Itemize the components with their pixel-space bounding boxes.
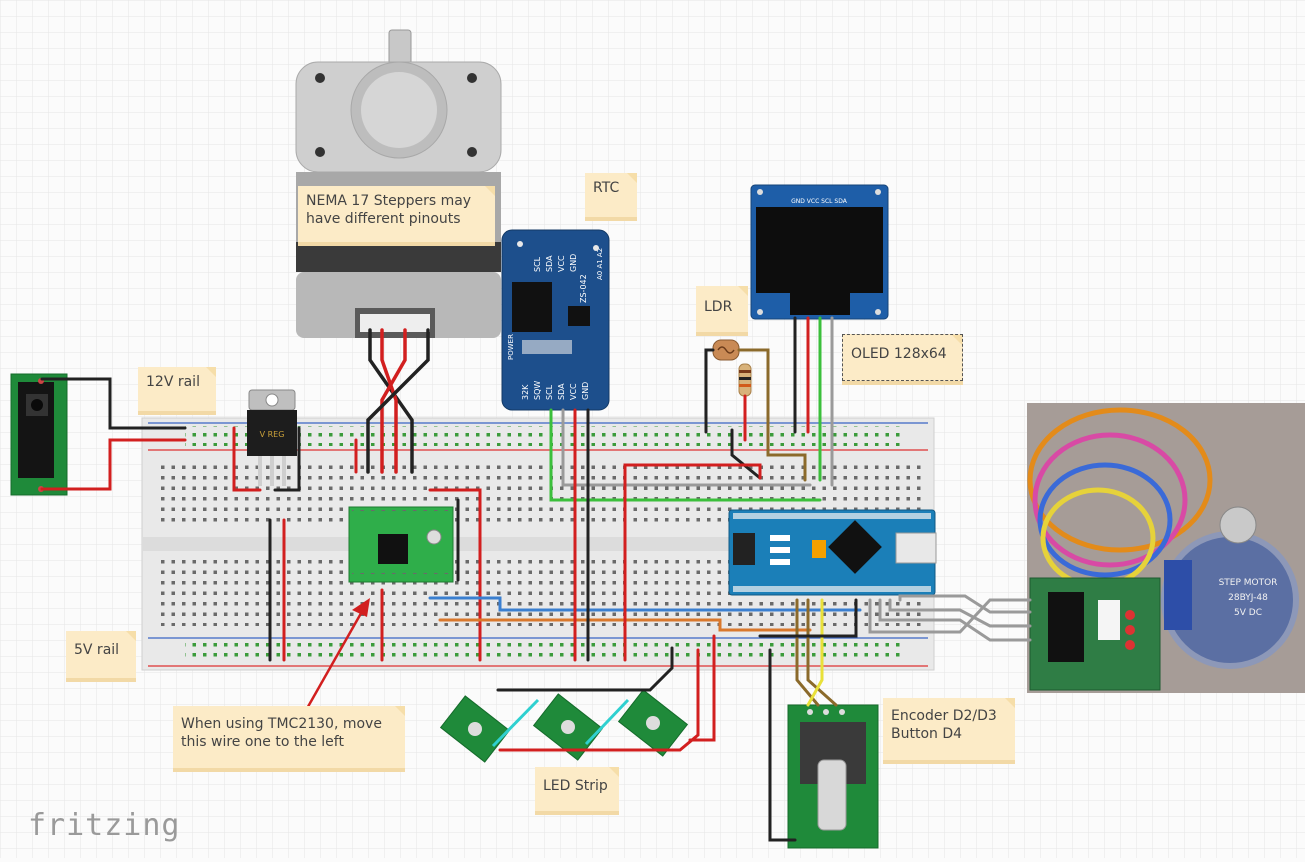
rtc-pin-sda-2: SDA (557, 383, 566, 400)
led-strip (439, 689, 689, 763)
note-tmc2130-tip: When using TMC2130, move this wire one t… (173, 706, 405, 768)
stepper-28byj48-with-driver: STEP MOTOR 28BYJ-48 5V DC (1027, 403, 1305, 693)
note-ldr-text: LDR (704, 299, 733, 315)
rtc-module: SCL SDA VCC GND ZS-042 A0 A1 A2 POWER 32… (501, 229, 610, 411)
tip-arrow (303, 598, 370, 713)
note-led-strip: LED Strip (535, 767, 619, 811)
note-encoder-text: Encoder D2/D3 Button D4 (891, 708, 997, 742)
rtc-pin-sqw: SQW (533, 381, 542, 400)
note-5v-rail-text: 5V rail (74, 642, 120, 658)
note-12v-rail-text: 12V rail (146, 374, 200, 390)
stepper-driver-module (348, 506, 454, 583)
rtc-pin-vcc: VCC (557, 255, 566, 272)
arduino-nano (728, 509, 937, 596)
rtc-address: A0 A1 A2 (596, 248, 604, 280)
rtc-pin-gnd-2: GND (581, 382, 590, 400)
oled-display: GND VCC SCL SDA (750, 184, 889, 320)
regulator-label: V REG (260, 430, 285, 439)
note-oled: OLED 128x64 (842, 334, 963, 381)
stepper28-label-1: STEP MOTOR (1219, 578, 1278, 588)
note-encoder: Encoder D2/D3 Button D4 (883, 698, 1015, 760)
stepper28-label-2: 28BYJ-48 (1228, 593, 1268, 603)
rtc-pin-vcc-2: VCC (569, 383, 578, 400)
note-led-strip-text: LED Strip (543, 778, 608, 794)
rtc-pin-gnd: GND (569, 254, 578, 272)
note-12v-rail: 12V rail (138, 367, 216, 411)
nema17-stepper-motor (295, 29, 502, 338)
wires (40, 316, 1032, 842)
rtc-pin-32k: 32K (521, 384, 530, 400)
stepper28-label-3: 5V DC (1234, 608, 1262, 618)
rotary-encoder (787, 704, 879, 849)
note-5v-rail: 5V rail (66, 631, 136, 678)
note-rtc: RTC (585, 173, 637, 217)
note-tmc2130-tip-text: When using TMC2130, move this wire one t… (181, 716, 382, 750)
resistor (738, 363, 752, 397)
rtc-pin-sda: SDA (545, 255, 554, 272)
rtc-pin-scl-2: SCL (545, 384, 554, 400)
note-stepper-pinout-text: NEMA 17 Steppers may have different pino… (306, 193, 472, 227)
oled-pin-labels: GND VCC SCL SDA (791, 198, 848, 205)
note-oled-text: OLED 128x64 (851, 346, 947, 362)
rtc-model: ZS-042 (579, 274, 588, 303)
dc-power-jack (10, 373, 68, 496)
note-stepper-pinout: NEMA 17 Steppers may have different pino… (298, 186, 495, 242)
note-ldr: LDR (696, 286, 748, 332)
voltage-regulator: V REG (247, 389, 297, 486)
ldr-sensor (712, 339, 740, 361)
note-rtc-text: RTC (593, 180, 620, 196)
fritzing-logo: fritzing (28, 808, 181, 843)
rtc-power: POWER (507, 334, 515, 360)
rtc-pin-scl: SCL (533, 256, 542, 272)
